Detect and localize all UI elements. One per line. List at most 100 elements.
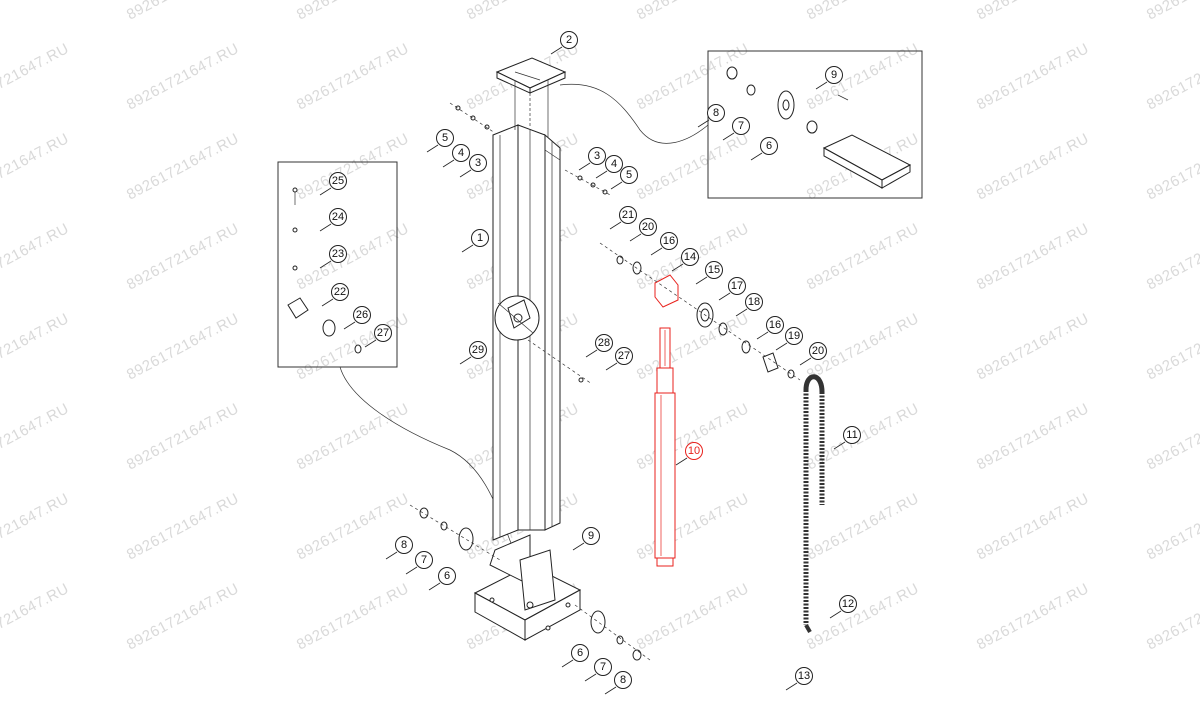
watermark-text: 89261721647.RU <box>974 40 1092 114</box>
callout-label: 7 <box>600 661 606 673</box>
watermark-text: 89261721647.RU <box>0 310 72 384</box>
watermark-text: 89261721647.RU <box>124 400 242 474</box>
watermark-text: 89261721647.RU <box>0 490 72 564</box>
callout-label: 28 <box>598 337 610 349</box>
callout-circle <box>595 334 613 352</box>
callout-8: 8 <box>697 104 725 128</box>
callout-27: 27 <box>364 324 392 348</box>
watermark-text: 89261721647.RU <box>294 580 412 654</box>
watermark-text: 89261721647.RU <box>974 310 1092 384</box>
callout-label: 18 <box>748 296 760 308</box>
callout-16: 16 <box>650 232 678 256</box>
callout-label: 9 <box>588 530 594 542</box>
watermark-text: 89261721647.RU <box>634 0 752 24</box>
callout-leader <box>319 223 332 232</box>
watermark-text: 89261721647.RU <box>124 310 242 384</box>
detail-top-right-parts <box>726 66 912 189</box>
callout-leader <box>595 170 608 179</box>
callout-circle <box>766 316 784 334</box>
callout-circle <box>681 248 699 266</box>
watermark-text: 89261721647.RU <box>634 310 752 384</box>
callout-6: 6 <box>750 137 778 161</box>
callout-17: 17 <box>718 277 746 301</box>
callout-7: 7 <box>405 551 433 575</box>
watermark-text: 89261721647.RU <box>124 130 242 204</box>
callout-circle <box>728 277 746 295</box>
callout-label: 23 <box>332 248 344 260</box>
callout-label: 19 <box>788 330 800 342</box>
callout-leader <box>629 233 642 242</box>
callout-leader <box>675 457 688 466</box>
callout-circle <box>588 147 606 165</box>
callout-leader <box>610 181 623 190</box>
callout-18: 18 <box>735 293 763 317</box>
callout-circle <box>469 154 487 172</box>
callout-6: 6 <box>428 567 456 591</box>
callout-circle <box>560 31 578 49</box>
callout-circle <box>809 342 827 360</box>
callout-label: 6 <box>444 570 450 582</box>
detail-link-curve-top <box>559 83 709 144</box>
callout-circle <box>374 324 392 342</box>
callout-6: 6 <box>561 644 589 668</box>
detail-left-parts <box>287 187 362 354</box>
callout-5: 5 <box>610 166 638 190</box>
callout-leader <box>584 673 597 682</box>
watermark-text: 89261721647.RU <box>1144 220 1200 294</box>
watermark-text: 89261721647.RU <box>804 580 922 654</box>
watermark-text: 89261721647.RU <box>974 580 1092 654</box>
callout-circle <box>732 117 750 135</box>
watermark-text: 89261721647.RU <box>974 490 1092 564</box>
watermark-text: 89261721647.RU <box>294 40 412 114</box>
callout-12: 12 <box>829 595 857 619</box>
watermark-text: 89261721647.RU <box>124 580 242 654</box>
callout-circle <box>331 283 349 301</box>
callout-leader <box>572 542 585 551</box>
callout-label: 8 <box>713 107 719 119</box>
callout-label: 8 <box>401 539 407 551</box>
column-fasteners <box>449 102 613 385</box>
callout-label: 27 <box>618 350 630 362</box>
callout-25: 25 <box>319 172 347 196</box>
callout-leader <box>605 362 618 371</box>
callout-leader <box>321 298 334 307</box>
watermark-text: 89261721647.RU <box>1144 130 1200 204</box>
watermark-text: 89261721647.RU <box>1144 40 1200 114</box>
callout-label: 5 <box>442 132 448 144</box>
watermark-text: 89261721647.RU <box>634 490 752 564</box>
watermark-text: 89261721647.RU <box>294 490 412 564</box>
callout-circle <box>839 595 857 613</box>
callout-circle <box>353 306 371 324</box>
callout-leader <box>364 339 377 348</box>
callout-leader <box>585 349 598 358</box>
callout-11: 11 <box>833 426 861 450</box>
watermark-text: 89261721647.RU <box>124 0 242 24</box>
callout-28: 28 <box>585 334 613 358</box>
callout-circle <box>785 327 803 345</box>
callout-2: 2 <box>550 31 578 55</box>
callout-label: 27 <box>377 327 389 339</box>
callout-circle <box>795 667 813 685</box>
callout-7: 7 <box>722 117 750 141</box>
callout-9: 9 <box>815 66 843 90</box>
callout-circle <box>329 245 347 263</box>
callout-circle <box>619 206 637 224</box>
callout-1: 1 <box>461 229 489 253</box>
callout-leader <box>756 331 769 340</box>
callout-leader <box>343 321 356 330</box>
callout-label: 3 <box>475 157 481 169</box>
callout-5: 5 <box>426 129 454 153</box>
callout-leader <box>722 132 735 141</box>
watermark-text: 89261721647.RU <box>634 130 752 204</box>
callout-10: 10 <box>675 442 703 466</box>
watermark-text: 89261721647.RU <box>124 490 242 564</box>
watermark-text: 89261721647.RU <box>974 130 1092 204</box>
watermark-text: 89261721647.RU <box>464 0 582 24</box>
callout-label: 6 <box>577 647 583 659</box>
callout-circle <box>571 644 589 662</box>
callout-leader <box>785 682 798 691</box>
callout-leader <box>319 187 332 196</box>
callout-label: 16 <box>769 319 781 331</box>
callout-label: 8 <box>620 674 626 686</box>
callout-circle <box>825 66 843 84</box>
